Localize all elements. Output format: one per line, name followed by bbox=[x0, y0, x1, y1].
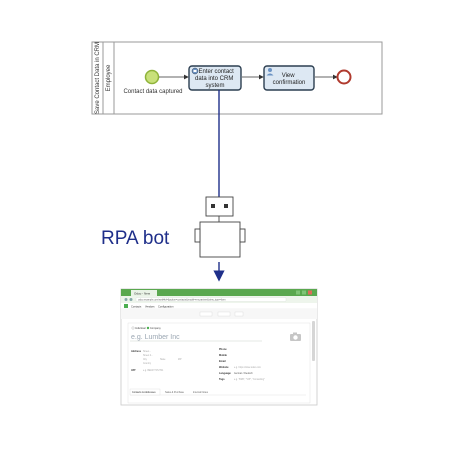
url-text: odoo.example.com/web#id=&action=contacts… bbox=[138, 299, 226, 302]
mobile-label: Mobile bbox=[219, 354, 228, 357]
svg-text:View confirmation: View confirmation bbox=[273, 73, 306, 86]
browser-tab-title: Odoo - New bbox=[134, 292, 151, 296]
radio-individual[interactable] bbox=[131, 326, 135, 330]
nav-contacts[interactable]: Contacts bbox=[131, 305, 142, 309]
user-task-icon bbox=[266, 68, 274, 76]
task1-label-line1: Enter contact bbox=[198, 69, 234, 75]
rpa-bot-label: RPA bot bbox=[101, 228, 170, 249]
language-label: Language bbox=[219, 372, 231, 375]
vat-input[interactable]: e.g. BE0477472701 bbox=[143, 370, 164, 372]
street-input[interactable]: Street... bbox=[143, 350, 151, 353]
browser-scrollbar[interactable] bbox=[312, 321, 315, 361]
task1-label-line3: system bbox=[205, 83, 224, 89]
browser-window: Odoo - New odoo.example.com/web#id=&acti… bbox=[120, 288, 318, 406]
zip-input[interactable]: ZIP bbox=[178, 359, 182, 361]
radio-company[interactable] bbox=[146, 326, 150, 330]
task2-label-line1: View bbox=[282, 73, 296, 79]
start-event-label: Contact data captured bbox=[123, 89, 182, 95]
city-input[interactable]: City bbox=[143, 358, 148, 361]
start-event[interactable] bbox=[144, 69, 160, 85]
robot-icon bbox=[194, 196, 246, 258]
language-select[interactable]: German / Deutsch bbox=[234, 372, 253, 375]
street2-input[interactable]: Street 2... bbox=[143, 354, 153, 357]
discard-button[interactable] bbox=[217, 311, 231, 317]
pool-title: Save Contact Data in CRM bbox=[95, 42, 101, 114]
country-input[interactable]: Country bbox=[143, 362, 152, 365]
task2-label-line2: confirmation bbox=[273, 80, 306, 86]
window-controls bbox=[296, 290, 312, 295]
website-label: Website bbox=[219, 366, 229, 369]
pager-button[interactable] bbox=[234, 311, 244, 317]
tab-contacts-addresses[interactable] bbox=[129, 388, 161, 396]
email-label: Email bbox=[219, 360, 226, 363]
tab-internal-notes[interactable]: Internal Notes bbox=[193, 391, 209, 394]
website-input[interactable]: e.g. https://www.odoo.com bbox=[234, 366, 261, 369]
state-input[interactable]: State bbox=[160, 358, 166, 361]
radio-company-label: Company bbox=[150, 327, 161, 330]
svg-text:Enter contact data into: Enter contact data into CRM system bbox=[195, 69, 236, 89]
tags-label: Tags bbox=[219, 378, 225, 381]
end-event[interactable] bbox=[336, 69, 352, 85]
vat-label: VAT bbox=[131, 369, 136, 372]
tab-sales-purchase[interactable]: Sales & Purchase bbox=[165, 391, 185, 394]
save-button[interactable] bbox=[199, 311, 213, 317]
lane-title: Employee bbox=[106, 64, 112, 91]
odoo-app-icon[interactable] bbox=[124, 304, 128, 308]
camera-icon bbox=[290, 332, 301, 341]
nav-configuration[interactable]: Configuration bbox=[158, 305, 174, 309]
task1-label-line2: data into CRM bbox=[195, 76, 233, 82]
url-bar[interactable] bbox=[135, 297, 287, 302]
tags-input[interactable]: e.g. "B2B", "VIP", "Consulting" bbox=[234, 378, 265, 381]
task-enter-contact-data[interactable]: Enter contact data into CRM system bbox=[188, 65, 242, 91]
nav-vendors[interactable]: Vendors bbox=[145, 305, 155, 309]
address-label: Address bbox=[131, 350, 142, 353]
back-forward-icon[interactable] bbox=[124, 298, 133, 301]
radio-individual-label: Individual bbox=[135, 327, 146, 330]
task-view-confirmation[interactable]: View confirmation bbox=[263, 65, 315, 91]
phone-label: Phone bbox=[219, 348, 227, 351]
tab-contacts-addresses-label: Contacts & Addresses bbox=[132, 391, 156, 394]
name-input[interactable]: e.g. Lumber Inc bbox=[131, 334, 180, 341]
robot-task-icon bbox=[191, 67, 199, 75]
browser-tab[interactable] bbox=[131, 290, 157, 296]
